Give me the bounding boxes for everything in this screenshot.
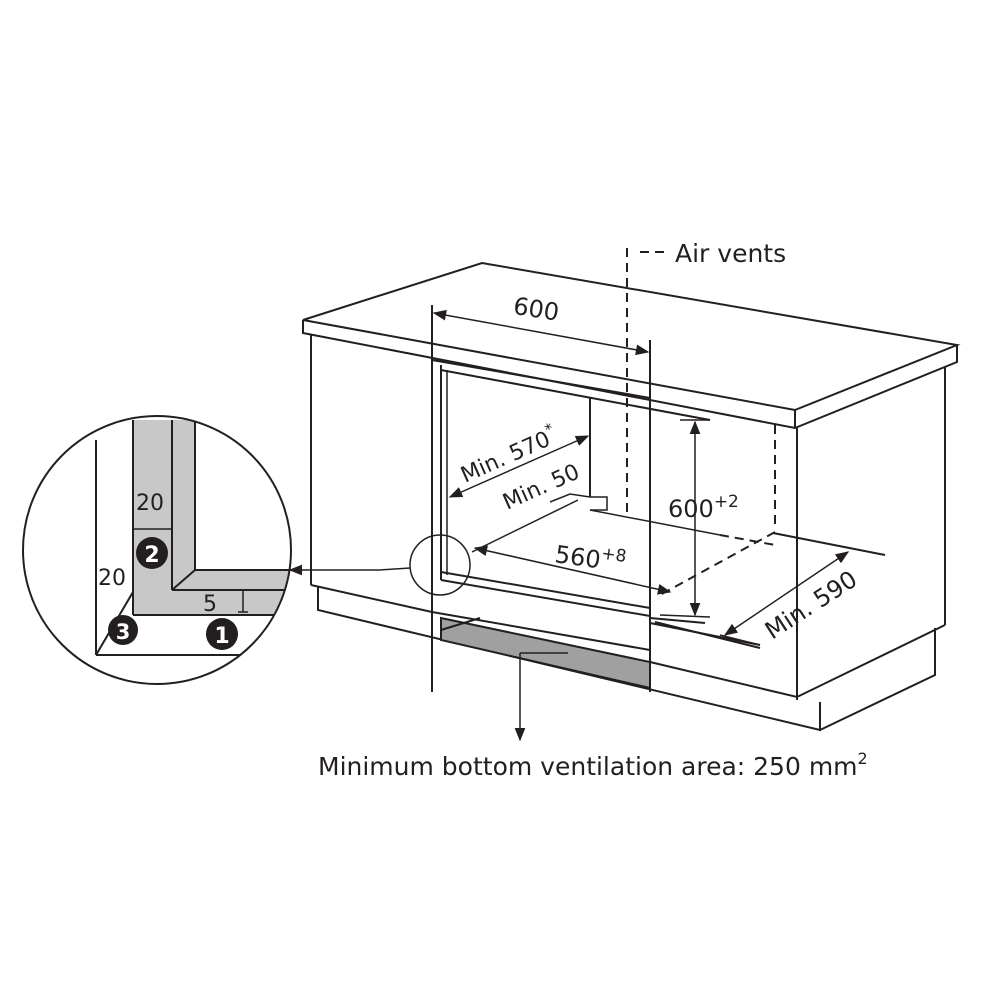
air-vents-label: Air vents — [675, 239, 786, 268]
oven-niche — [431, 305, 886, 692]
dim-gap-5: 5 — [203, 592, 217, 617]
callout-2: 2 — [136, 537, 168, 569]
corner-detail: 20 20 5 1 2 3 — [22, 415, 292, 685]
dim-600-width-label: 600 — [511, 292, 561, 327]
svg-text:1: 1 — [214, 624, 229, 649]
countertop — [302, 261, 961, 430]
svg-text:2: 2 — [144, 543, 159, 568]
dim-side-20: 20 — [98, 566, 126, 591]
callout-1: 1 — [206, 618, 238, 650]
dim-600-width — [432, 309, 650, 356]
dim-top-20: 20 — [136, 491, 164, 516]
svg-text:3: 3 — [116, 620, 131, 644]
width-560-label: 560+8 — [553, 537, 627, 578]
detail-marker — [409, 534, 471, 596]
height-600-label: 600+2 — [668, 492, 739, 523]
callout-3: 3 — [108, 615, 138, 645]
ventilation-label: Minimum bottom ventilation area: 250 mm2 — [318, 749, 868, 781]
